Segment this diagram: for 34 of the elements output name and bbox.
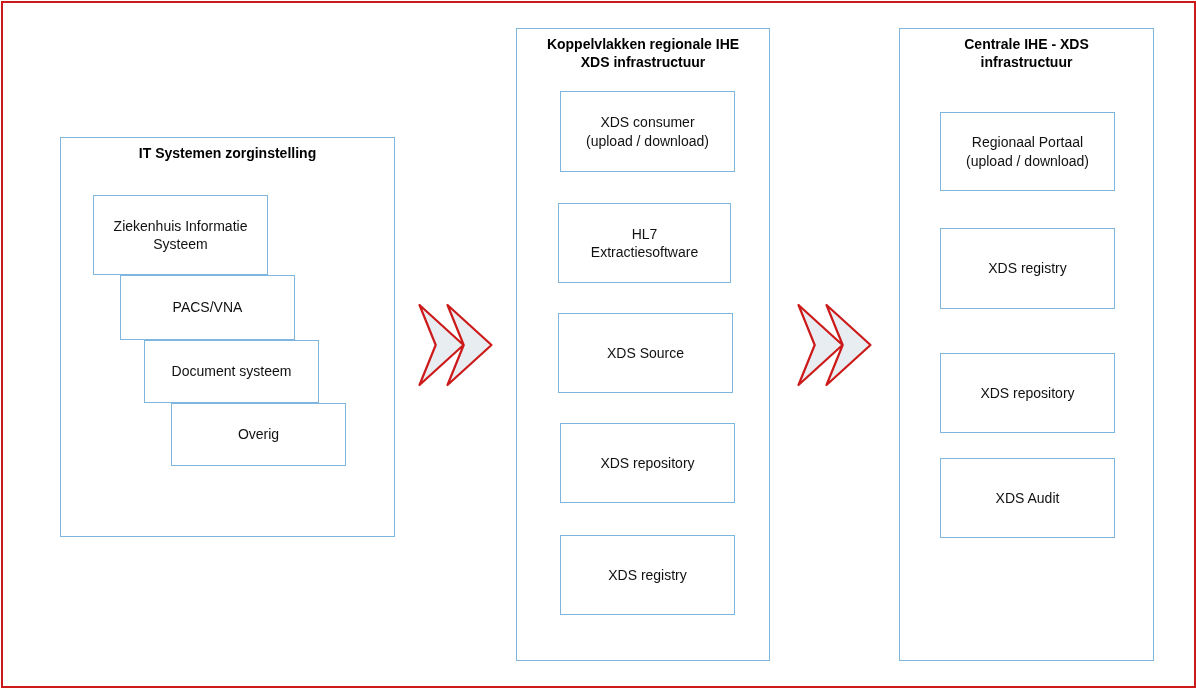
box-label: PACS/VNA	[172, 298, 243, 317]
box-label: XDS consumer (upload / download)	[585, 113, 710, 150]
system-box	[560, 423, 735, 503]
box-label: XDS repository	[600, 453, 695, 473]
group-title: IT Systemen zorginstelling	[137, 144, 318, 163]
system-box	[560, 535, 735, 615]
box-label: XDS registry	[608, 565, 687, 585]
system-box	[558, 203, 731, 283]
system-box	[940, 228, 1115, 309]
system-box	[940, 458, 1115, 538]
group-title: Centrale IHE - XDS infrastructuur	[963, 35, 1090, 72]
group-container	[60, 137, 395, 537]
box-label: XDS registry	[988, 259, 1067, 278]
system-box	[120, 275, 295, 340]
system-box	[144, 340, 319, 403]
box-label: Ziekenhuis Informatie Systeem	[112, 216, 249, 254]
box-label: Document systeem	[171, 362, 292, 381]
group-title: Koppelvlakken regionale IHE XDS infrastructuur	[545, 35, 741, 72]
box-label: XDS Source	[606, 343, 684, 363]
system-box	[940, 353, 1115, 433]
system-box	[558, 313, 733, 393]
chevron-arrow	[418, 303, 493, 387]
box-label: HL7 Extractiesoftware	[589, 224, 700, 262]
system-box	[171, 403, 346, 466]
box-label: XDS Audit	[995, 488, 1060, 508]
box-label: Regionaal Portaal (upload / download)	[965, 133, 1090, 170]
box-label: Overig	[237, 425, 280, 444]
box-label: XDS repository	[980, 383, 1075, 403]
group-container	[516, 28, 770, 661]
group-container	[899, 28, 1154, 661]
system-box	[940, 112, 1115, 191]
chevron-arrow	[797, 303, 872, 387]
system-box	[560, 91, 735, 172]
system-box	[93, 195, 268, 275]
